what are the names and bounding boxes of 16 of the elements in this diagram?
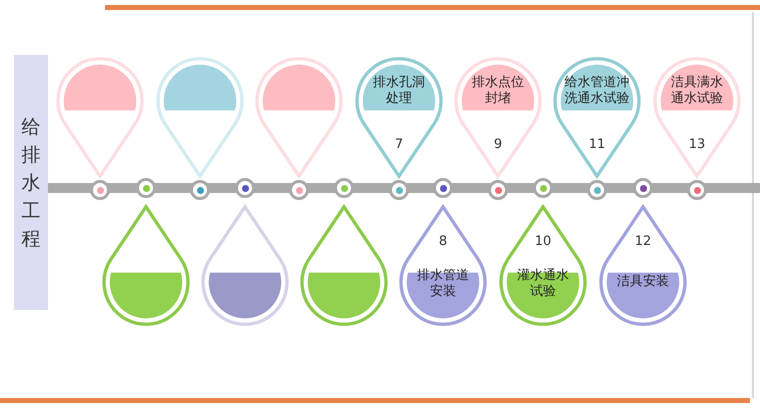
step-label: 灌水通水试验 xyxy=(516,268,570,300)
step-label: 排水孔洞处理 xyxy=(372,75,426,107)
step-number: 8 xyxy=(438,234,448,249)
vertical-title: 给排水工程 xyxy=(21,114,41,252)
step-label: 洁具满水通水试验 xyxy=(670,75,724,107)
step-number: 11 xyxy=(588,137,606,152)
step-label: 洁具安装 xyxy=(616,274,670,290)
step-number: 13 xyxy=(688,137,706,152)
title-band xyxy=(14,55,48,310)
step-number: 12 xyxy=(634,234,652,249)
step-number: 10 xyxy=(534,234,552,249)
step-label: 给水管道冲洗通水试验 xyxy=(564,75,630,107)
step-number: 7 xyxy=(394,137,404,152)
step-number: 9 xyxy=(492,137,504,152)
step-label: 排水管道安装 xyxy=(416,268,470,300)
step-label: 排水点位封堵 xyxy=(471,75,525,107)
